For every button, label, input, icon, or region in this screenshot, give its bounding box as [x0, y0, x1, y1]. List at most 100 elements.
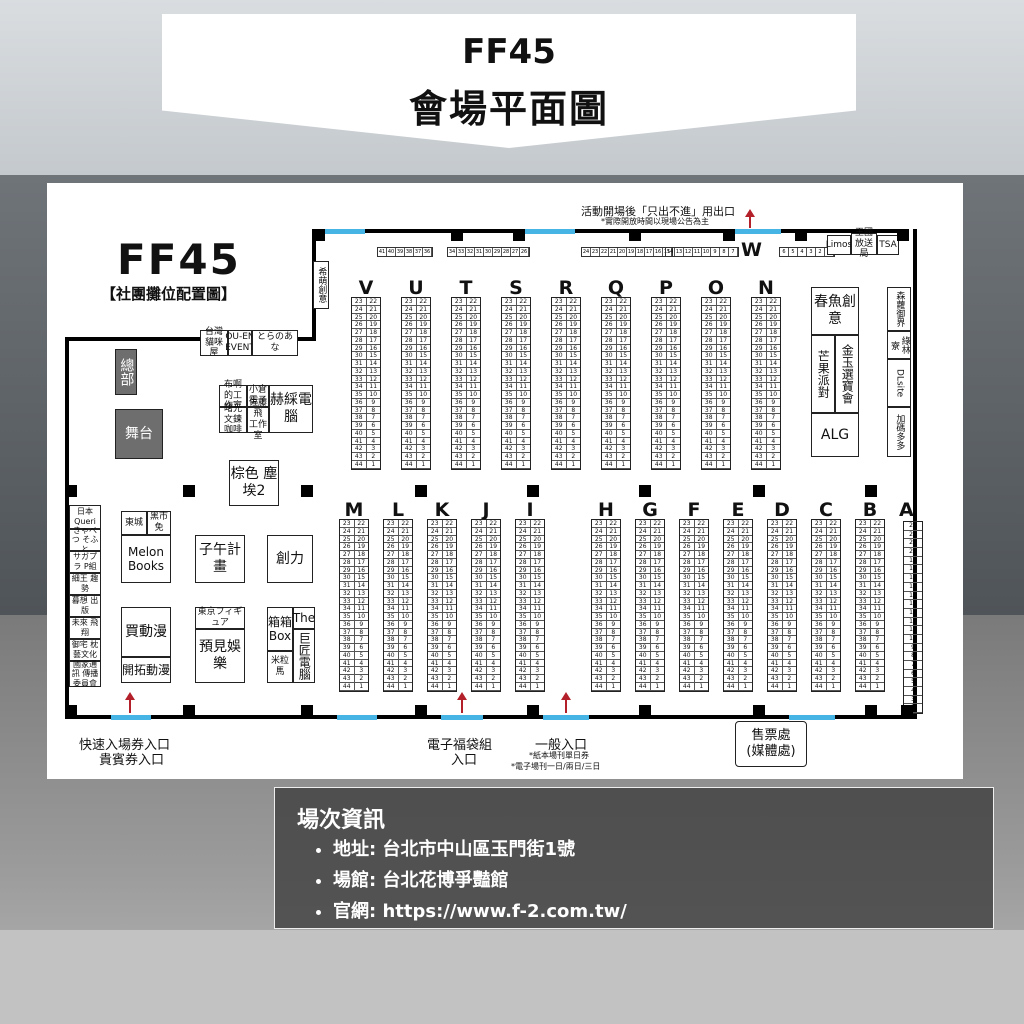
pillar: [639, 705, 651, 717]
pavement: [0, 930, 1024, 1024]
ebag-entry-label-2: 入口: [451, 753, 478, 768]
row-letter-e: E: [731, 499, 745, 521]
event-info-panel: 場次資訊 地址: 台北市中山區玉門街1號 場館: 台北花博爭豔館 官網: htt…: [274, 787, 994, 929]
booth-jiama: 加碼多多: [887, 407, 911, 457]
row-letter-r: R: [558, 277, 574, 299]
booth-wutai: 舞台: [115, 409, 163, 459]
booth-milihua: 米粒馬: [267, 651, 293, 683]
pillar: [183, 705, 195, 717]
booth-lulin: 綠林寮: [887, 331, 911, 359]
booth-left-col-3: 細王 趣勢: [69, 573, 101, 595]
row-letter-p: P: [659, 277, 673, 299]
ticket-office-sublabel: (媒體處): [746, 744, 796, 759]
pillar: [513, 229, 525, 241]
map-logo-subtitle: 【社團攤位配置圖】: [101, 285, 237, 303]
pillar: [897, 229, 909, 241]
booth-left-col-5: 未來 飛翔: [69, 617, 101, 639]
row-letter-k: K: [434, 499, 450, 521]
booth-dongcheng: 東城: [121, 511, 147, 535]
booth-left-col-4: 暮想 出版: [69, 595, 101, 617]
booth-senluo: 森蘿御界: [887, 287, 911, 331]
booth-left-col-1: きゃべつ そふと: [69, 526, 101, 554]
pillar: [527, 705, 539, 717]
row-letter-t: T: [459, 277, 473, 299]
pillar: [629, 229, 641, 241]
door-top-3: [727, 229, 781, 234]
banner-title: FF45: [462, 32, 556, 72]
booth-left-col-2: サガプラ P組: [69, 551, 101, 573]
booth-left-col-6: 御宅 枕藝文化: [69, 639, 101, 661]
pillar: [451, 229, 463, 241]
door-top-1: [319, 229, 365, 234]
row-letter-l: L: [391, 499, 405, 521]
booth-maidongman: 買動漫: [121, 607, 171, 657]
booth-zuoteng: 佐藤飛 工作室: [247, 398, 269, 441]
exit-note: 活動開場後「只出不進」用出口: [581, 205, 735, 218]
booth-mangguo: 芒果派對: [811, 335, 835, 413]
row-letter-c: C: [819, 499, 833, 521]
row-letter-w: W: [741, 239, 762, 261]
pillar: [753, 705, 765, 717]
info-website[interactable]: 官網: https://www.f-2.com.tw/: [333, 896, 627, 927]
map-logo: FF45: [117, 235, 241, 284]
vip-entry-label: 貴賓券入口: [99, 753, 165, 768]
pillar: [527, 485, 539, 497]
door-ebag-entry: [441, 715, 483, 720]
pillar: [639, 485, 651, 497]
ticket-office: 售票處 (媒體處): [735, 721, 807, 767]
row-letter-i: I: [526, 499, 534, 521]
pillar: [183, 485, 195, 497]
booth-melon: Melon Books: [121, 535, 171, 583]
booth-yujian: 預見娛樂: [195, 629, 245, 683]
wall-right: [913, 229, 917, 719]
booth-chunyu: 春魚創意: [811, 287, 859, 335]
fast-entry-arrow: [125, 692, 135, 713]
booth-taiwan: 台灣 貓咪屋: [200, 327, 228, 358]
general-entry-arrow: [561, 692, 571, 713]
fast-entry-label: 快速入場券入口: [79, 738, 171, 753]
info-list: 地址: 台北市中山區玉門街1號 場館: 台北花博爭豔館 官網: https://…: [313, 834, 627, 927]
booth-chuangli: 創力: [267, 535, 313, 583]
general-entry-note-2: *電子場刊一日/兩日/三日: [511, 762, 601, 771]
booth-limos: Limos: [826, 235, 852, 255]
pillar: [301, 705, 313, 717]
row-letter-f: F: [687, 499, 701, 521]
row-letter-s: S: [509, 277, 523, 299]
booth-the: The: [293, 607, 315, 629]
row-letter-o: O: [707, 277, 725, 299]
info-address: 地址: 台北市中山區玉門街1號: [333, 834, 627, 865]
pillar: [301, 485, 313, 497]
row-letter-a: A: [899, 499, 914, 521]
booth-xiwang: 希萌創意: [313, 261, 329, 309]
booth-alg: ALG: [811, 413, 859, 457]
booth-left-col-0: 日本 Queri: [69, 505, 101, 529]
row-letter-q: Q: [607, 277, 625, 299]
booth-ziwu: 子午計畫: [195, 535, 245, 583]
row-letter-b: B: [862, 499, 878, 521]
door-general-entry: [543, 715, 589, 720]
pillar: [901, 705, 913, 717]
row-letter-g: G: [642, 499, 658, 521]
pillar: [415, 485, 427, 497]
door-top-2: [521, 229, 575, 234]
info-heading: 場次資訊: [297, 808, 386, 833]
row-letter-m: M: [344, 499, 364, 521]
row-letter-v: V: [358, 277, 374, 299]
